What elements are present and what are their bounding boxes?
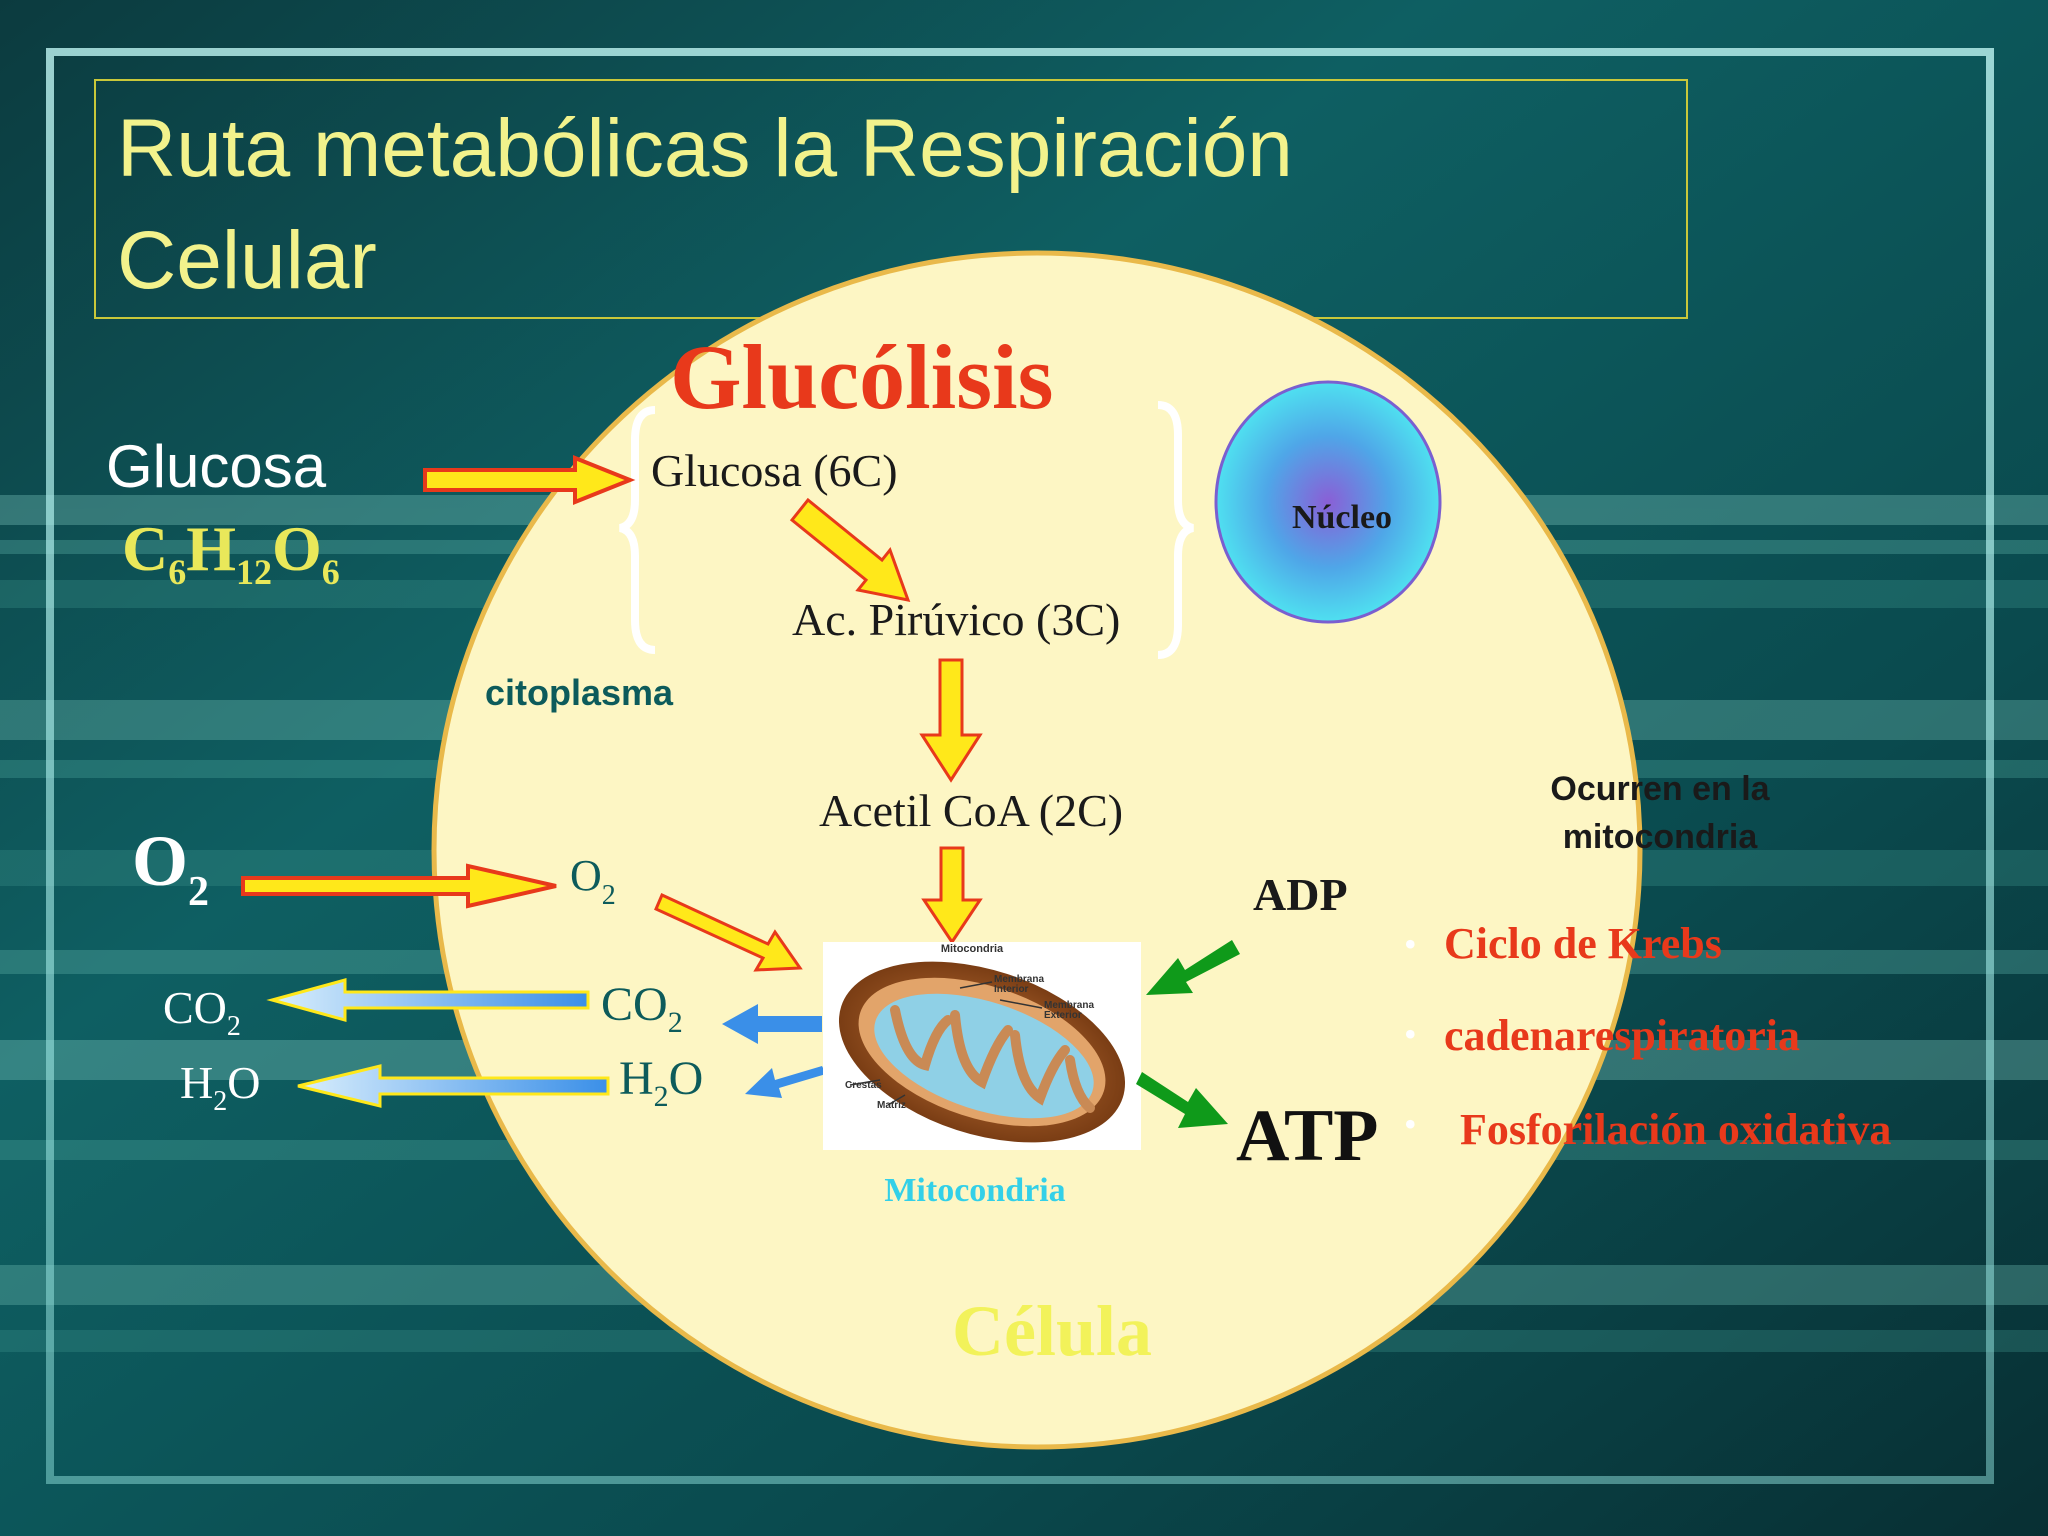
mitocondria-caption: Mitocondria xyxy=(884,1172,1065,1209)
piruvico-label: Ac. Pirúvico (3C) xyxy=(792,594,1120,645)
glucose-formula: C6H12O6 xyxy=(122,513,340,592)
left-brace xyxy=(618,406,656,654)
o2-label-inside: O2 xyxy=(570,851,616,911)
h2o-label-inside: H2O xyxy=(619,1052,703,1113)
o2-label-outside: O2 xyxy=(132,821,209,915)
piruvico-to-acetil-arrow xyxy=(919,658,983,783)
h2o-output-arrow xyxy=(297,1064,610,1108)
bullet-krebs: Ciclo de Krebs xyxy=(1444,919,1722,968)
nucleus-label: Núcleo xyxy=(1292,499,1392,536)
mito-h2o-arrow xyxy=(745,1066,826,1098)
co2-label-outside: CO2 xyxy=(163,982,241,1042)
mito-cristae xyxy=(890,1005,1095,1113)
page-title-line1: Ruta metabólicas la Respiración xyxy=(117,103,1293,194)
bullet-fosforilacion: Fosforilación oxidativa xyxy=(1460,1105,1891,1154)
atp-label: ATP xyxy=(1236,1095,1379,1177)
acetil-coa-label: Acetil CoA (2C) xyxy=(819,785,1123,836)
celula-label: Célula xyxy=(952,1291,1152,1371)
glucolisis-heading: Glucólisis xyxy=(670,326,1053,428)
slide-frame xyxy=(46,48,1994,1484)
page-title-line2: Celular xyxy=(117,215,377,306)
citoplasma-label: citoplasma xyxy=(485,672,674,713)
o2-input-arrow xyxy=(241,863,557,909)
ocurren-line2: mitocondria xyxy=(1563,818,1759,856)
mito-leader-lines xyxy=(849,981,1043,1106)
bullet-cadena: cadenarespiratoria xyxy=(1444,1011,1800,1060)
mito-crestas: Crestas xyxy=(845,1080,882,1091)
mito-figure-title: Mitocondria xyxy=(941,943,1004,955)
bullet-dot: • xyxy=(1404,1014,1417,1054)
adp-arrow xyxy=(1146,940,1240,995)
atp-arrow xyxy=(1136,1072,1228,1128)
mito-matriz: Matriz xyxy=(877,1100,906,1111)
co2-label-inside: CO2 xyxy=(601,978,683,1039)
glucosa-input-arrow xyxy=(423,455,636,505)
cell-membrane xyxy=(431,250,1643,1450)
ocurren-line1: Ocurren en la xyxy=(1550,770,1770,808)
right-brace xyxy=(1157,401,1195,659)
h2o-label-outside: H2O xyxy=(180,1057,260,1117)
nucleus xyxy=(1214,380,1442,624)
bullet-dot: • xyxy=(1404,924,1417,964)
glucosa-label-outside: Glucosa xyxy=(106,433,327,500)
glucosa-to-piruvico-arrow xyxy=(789,497,911,602)
mito-co2-arrow xyxy=(722,1004,822,1044)
acetil-to-mito-arrow xyxy=(921,846,983,945)
bullet-dot: • xyxy=(1404,1104,1417,1144)
glucosa-6c-label: Glucosa (6C) xyxy=(651,445,898,496)
adp-label: ADP xyxy=(1253,869,1348,920)
o2-to-mito-arrow xyxy=(654,892,803,972)
co2-output-arrow xyxy=(266,978,590,1022)
